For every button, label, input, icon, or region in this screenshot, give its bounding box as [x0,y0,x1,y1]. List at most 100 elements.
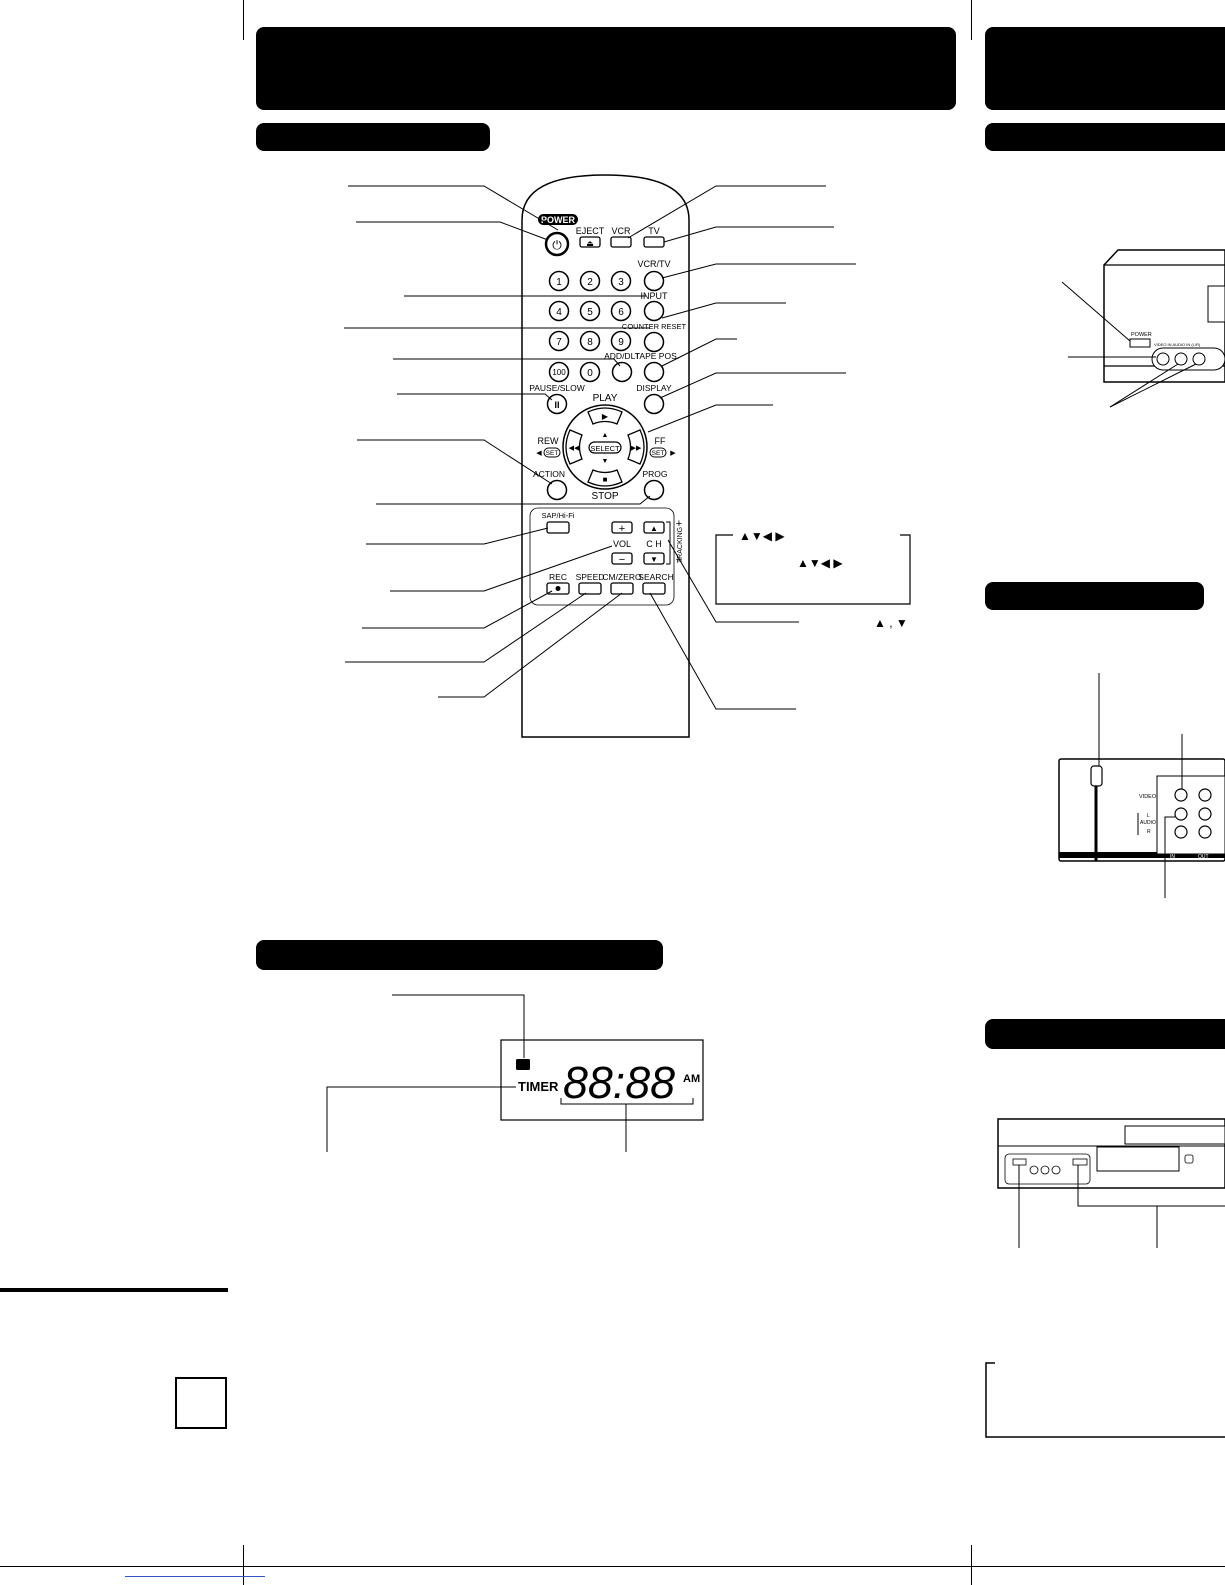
vol-up-button [611,521,633,534]
set-left-label: SET [546,450,559,457]
digit-100-button [548,361,570,383]
play-button [587,407,623,425]
digit-3-label: 3 [618,277,624,288]
right-arrow-icon: ▶ [670,450,676,457]
display-button [643,393,665,415]
tape-pos-button [643,361,665,383]
ch-down-button [643,552,665,565]
notice-arrows-top: ▲▼◀ ▶ [739,529,785,543]
ch-up-icon: ▲ [650,524,658,533]
callout-line [659,372,846,399]
eject-icon: ⏏ [586,239,594,248]
tracking-label: TRACKING [677,527,684,563]
rear-audio-label: AUDIO [1140,820,1156,826]
digit-0-label: 0 [587,368,593,379]
callout-line [376,495,651,505]
digit-8-label: 8 [587,337,593,348]
rear-out-label: OUT [1198,854,1209,860]
pause-icon: II [554,400,559,410]
minus-icon: − [619,554,625,566]
counter-reset-label: COUNTER RESET [622,322,687,331]
power-badge-label: POWER [541,215,576,225]
rew-label: REW [538,436,560,446]
callout-line [366,527,549,545]
digit-2-button [579,270,601,292]
vcr-button [610,236,632,248]
left-callouts [344,185,651,698]
page-title-bar [256,27,956,110]
rear-r-label: R [1147,829,1151,835]
timer-indicator [516,1059,530,1070]
callout-line [661,338,737,367]
front-panel-diagram: POWER VIDEO IN AUDIO IN (L/R) [1061,249,1225,408]
vcr-tv-label: VCR/TV [637,259,670,269]
search-label: SEARCH [638,572,673,582]
sap-hifi-button [546,521,570,534]
input-label: INPUT [641,291,669,301]
bottom-link-underline [125,1576,265,1577]
set-right-badge [649,447,667,458]
front-input-label: VIDEO IN AUDIO IN (L/R) [1154,342,1201,347]
callout-line [362,590,553,629]
digit-100-label: 100 [552,368,566,377]
callout-line [661,263,856,279]
vcr-tv-button [643,270,665,292]
callout-line [390,545,613,592]
notice-arrows-mid: ▲▼◀ ▶ [797,556,843,570]
power-button [544,231,570,257]
add-dlt-button [611,361,633,383]
rec-label: REC [549,572,567,582]
rec-dot-icon [555,586,561,591]
rew-button [565,429,583,465]
rear-audio-r-in-jack [1174,825,1188,839]
ampm-label: AM [683,1073,700,1085]
power-cord-plug [1090,765,1103,787]
prog-label: PROG [642,469,667,479]
eject-label: EJECT [576,226,605,236]
notice-box [715,534,911,605]
section-header-display [256,940,663,970]
digit-4-label: 4 [556,307,562,318]
play-label: PLAY [593,393,618,404]
ff-label: FF [655,436,666,446]
display-window [500,1039,704,1121]
side-rule [0,1288,228,1292]
plus-icon: + [619,523,625,535]
digit-1-label: 1 [556,277,562,288]
pause-slow-label: PAUSE/SLOW [529,383,585,393]
timer-label: TIMER [518,1079,559,1094]
rear-audio-r-out-jack [1198,825,1212,839]
play-icon: ▶ [602,412,609,421]
digit-6-label: 6 [618,307,624,318]
add-dlt-label: ADD/DLT [604,351,640,361]
digit-1-button [548,270,570,292]
vcr-label: VCR [611,226,631,236]
digits-bracket [560,1098,694,1105]
input-button [643,300,665,322]
callout-line [1061,281,1131,342]
ch-down-icon: ▼ [650,555,658,564]
up-arrow-icon: ▲ [602,432,609,439]
number-keys: 1 2 3 4 5 6 7 8 9 100 0 [548,270,632,383]
down-arrow-icon: ▼ [602,458,609,465]
digit-5-label: 5 [587,307,593,318]
notice-arrows-ch: ▲ , ▼ [874,616,908,630]
power-badge [538,214,578,225]
cm-zero-button [610,582,634,595]
callout-line [647,404,773,433]
digit-6-button [610,300,632,322]
digit-4-button [548,300,570,322]
callout-line [1109,363,1179,408]
callout-line [392,994,525,1058]
eject-button [579,236,601,248]
tracking-minus-icon: − [676,554,682,566]
stop-button [587,469,623,487]
front-audio-r-jack [1192,352,1206,366]
ff-button [627,429,645,465]
section-header-remote [256,123,490,151]
section-header-front2 [985,1019,1225,1049]
rear-l-label: L [1147,813,1150,819]
page-tab-box [175,1377,227,1429]
rear-video-in-jack [1174,788,1188,802]
